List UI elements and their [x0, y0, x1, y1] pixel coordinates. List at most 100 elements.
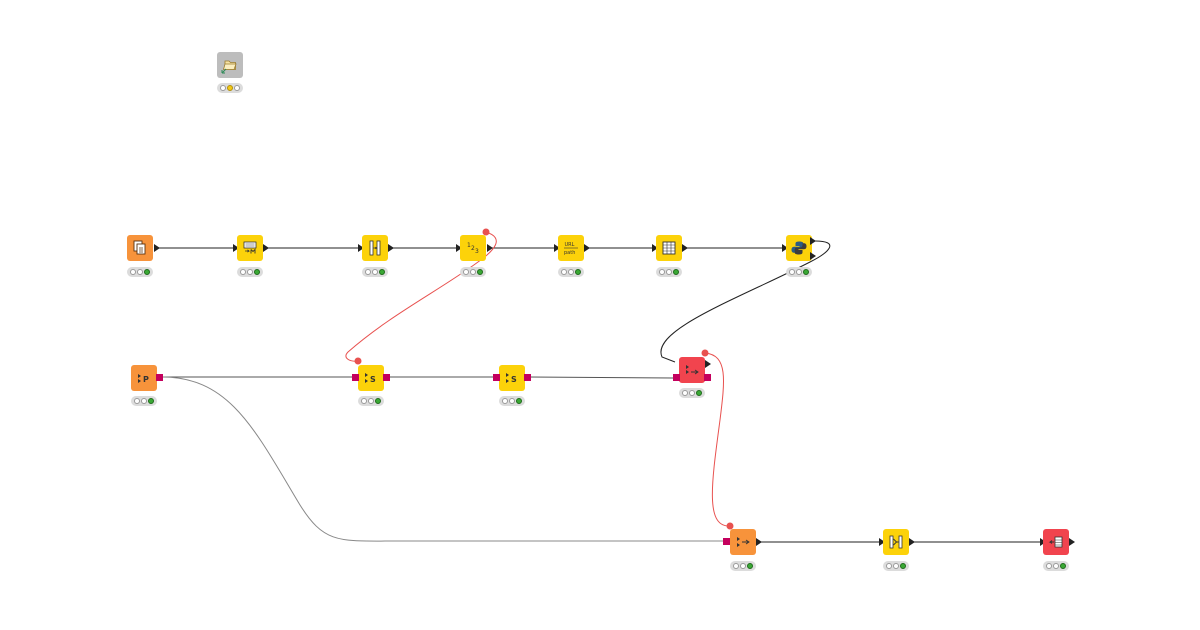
status-light-yellow	[1052, 563, 1059, 569]
status-light-green	[144, 269, 151, 275]
status-light-yellow	[688, 390, 695, 396]
status-light-yellow	[508, 398, 515, 404]
status-light-red	[681, 390, 688, 396]
column-filter-node[interactable]	[362, 235, 388, 261]
status-light-red	[732, 563, 739, 569]
output-port[interactable]	[1069, 538, 1075, 546]
column-combiner-node[interactable]	[883, 529, 909, 555]
status-light-red	[462, 269, 469, 275]
variable-to-row-icon	[686, 365, 699, 375]
flow-variable-output-port[interactable]	[524, 374, 531, 381]
string-to-date-icon	[243, 241, 257, 254]
string-manipulation-variable-node[interactable]: S	[499, 365, 525, 391]
file-reader-node[interactable]	[127, 235, 153, 261]
status-light-yellow	[226, 85, 233, 91]
status-light-red	[560, 269, 567, 275]
output-port[interactable]	[810, 252, 816, 260]
variable-to-table-row-node[interactable]	[679, 357, 705, 383]
flow-variable-output-port[interactable]	[383, 374, 390, 381]
status-light-green	[516, 398, 523, 404]
arrow-head	[652, 244, 658, 252]
file-writer-node[interactable]	[730, 529, 756, 555]
table-to-variable-icon	[1048, 536, 1063, 548]
flow-variable-input-port[interactable]	[673, 374, 680, 381]
variable-manip-icon: S	[506, 373, 517, 384]
connection-manip2-to-var-row[interactable]	[528, 376, 674, 379]
flow-variable-input-port[interactable]	[352, 374, 359, 381]
node-status-lights	[237, 267, 263, 277]
status-light-green	[575, 269, 582, 275]
flow-variable-output-port[interactable]	[704, 374, 711, 381]
status-light-red	[360, 398, 367, 404]
status-light-yellow	[795, 269, 802, 275]
node-status-lights	[1043, 561, 1069, 571]
path-variable-node[interactable]: P	[131, 365, 157, 391]
output-port[interactable]	[584, 244, 590, 252]
status-light-red	[239, 269, 246, 275]
number-format-icon: 1 2 3	[467, 242, 479, 255]
number-formatter-node[interactable]: 1 2 3	[460, 235, 486, 261]
file-writer-icon	[737, 537, 750, 547]
connection-python-to-var-row[interactable]	[660, 240, 831, 363]
status-light-yellow	[892, 563, 899, 569]
status-light-red	[219, 85, 226, 91]
flow-variable-output-port[interactable]	[156, 374, 163, 381]
svg-text:S: S	[511, 375, 517, 384]
status-light-yellow	[665, 269, 672, 275]
status-light-yellow	[140, 398, 147, 404]
variable-manip-icon: S	[365, 373, 376, 384]
output-port[interactable]	[487, 244, 493, 252]
string-to-uri-node[interactable]: URL path	[558, 235, 584, 261]
table-manipulator-node[interactable]	[656, 235, 682, 261]
output-port[interactable]	[810, 237, 816, 245]
node-status-lights	[786, 267, 812, 277]
svg-text:URL: URL	[565, 242, 575, 248]
string-manipulation-variable-node[interactable]: S	[358, 365, 384, 391]
status-light-green	[803, 269, 810, 275]
svg-text:1: 1	[467, 242, 471, 249]
component-node[interactable]	[217, 52, 243, 78]
folder-icon	[221, 60, 237, 74]
flow-variable-input-port[interactable]	[493, 374, 500, 381]
flowvar-var-row-to-writer[interactable]	[704, 352, 729, 527]
status-light-green	[673, 269, 680, 275]
flowvar-port-dot	[482, 228, 490, 236]
table-to-variable-node[interactable]	[1043, 529, 1069, 555]
output-port[interactable]	[909, 538, 915, 546]
output-port[interactable]	[154, 244, 160, 252]
output-port[interactable]	[705, 360, 711, 368]
arrow-head	[879, 538, 885, 546]
output-port[interactable]	[682, 244, 688, 252]
path-variable-icon: P	[138, 374, 149, 384]
table-icon	[662, 241, 676, 255]
output-port[interactable]	[388, 244, 394, 252]
status-light-red	[1045, 563, 1052, 569]
arrow-head	[782, 244, 788, 252]
output-port[interactable]	[263, 244, 269, 252]
status-light-red	[129, 269, 136, 275]
node-status-lights	[362, 267, 388, 277]
flowvar-port-dot	[354, 357, 362, 365]
status-light-yellow	[469, 269, 476, 275]
string-to-uri-icon: URL path	[564, 242, 578, 256]
output-port[interactable]	[756, 538, 762, 546]
connection-path-to-writer[interactable]	[161, 376, 723, 542]
flow-variable-input-port[interactable]	[723, 538, 730, 545]
status-light-green	[234, 85, 241, 91]
node-status-lights	[127, 267, 153, 277]
node-status-lights	[499, 396, 525, 406]
string-to-datetime-node[interactable]	[237, 235, 263, 261]
node-status-lights	[460, 267, 486, 277]
svg-text:path: path	[564, 250, 575, 256]
python-script-node[interactable]	[786, 235, 812, 261]
status-light-red	[788, 269, 795, 275]
status-light-yellow	[367, 398, 374, 404]
status-light-green	[1060, 563, 1067, 569]
flowvar-number-to-manip1[interactable]	[345, 231, 497, 362]
status-light-yellow	[246, 269, 253, 275]
status-light-green	[254, 269, 261, 275]
python-icon	[791, 241, 807, 255]
svg-text:P: P	[143, 375, 149, 384]
